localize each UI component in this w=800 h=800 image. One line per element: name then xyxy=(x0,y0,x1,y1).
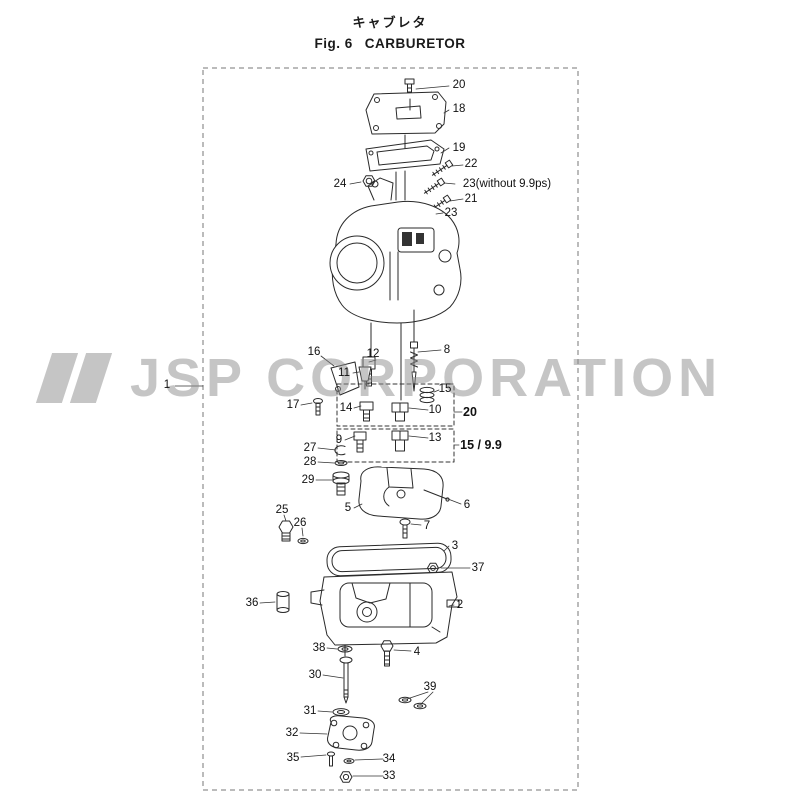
part-26-washer xyxy=(297,537,309,545)
part-18-top-cover xyxy=(365,91,447,135)
part-11-float-valve xyxy=(358,366,372,390)
part-16-bracket xyxy=(330,361,360,396)
part-31-washer xyxy=(332,708,350,716)
part-9-jet xyxy=(353,431,367,453)
part-4-bolt xyxy=(380,640,394,667)
part-8-needle-valve xyxy=(410,341,418,392)
part-36-plug xyxy=(276,591,290,613)
carburetor-top-linkage xyxy=(367,98,411,201)
page-header: キャブレタ Fig. 6 CARBURETOR xyxy=(0,12,780,51)
part-35-screw xyxy=(326,751,336,767)
part-34-washer xyxy=(343,758,355,764)
part-7-screw xyxy=(399,518,411,539)
part-39-washers xyxy=(398,696,427,710)
group-box-15-99 xyxy=(336,428,455,463)
part-27-clip xyxy=(334,445,346,456)
part-3-bowl-gasket xyxy=(326,542,452,577)
part-23-screw-a xyxy=(422,177,446,197)
part-28-washer xyxy=(334,460,348,466)
title-japanese: キャブレタ xyxy=(352,15,428,30)
part-10-main-jet xyxy=(391,402,409,422)
part-13-jet xyxy=(391,430,409,452)
part-19-gasket xyxy=(365,139,445,172)
part-14-jet xyxy=(359,401,374,422)
part-32-pump-body xyxy=(327,715,375,751)
figure-title: Fig. 6 CARBURETOR xyxy=(0,36,780,51)
part-15-spring xyxy=(419,386,435,404)
carburetor-main-body xyxy=(329,200,462,401)
part-2-float-chamber xyxy=(310,571,460,646)
part-24-nut xyxy=(362,175,376,187)
part-29-main-nozzle xyxy=(332,471,350,496)
part-25-drain-plug xyxy=(278,520,294,542)
part-17-screw xyxy=(313,398,323,416)
part-33-nut xyxy=(339,771,353,783)
part-30-pilot-screw xyxy=(339,644,353,704)
figure-label: Fig. 6 xyxy=(314,36,353,51)
group-box-20 xyxy=(336,383,455,427)
part-5-float xyxy=(358,466,444,520)
figure-name: CARBURETOR xyxy=(364,36,466,51)
callout-leader-lines xyxy=(174,85,471,777)
